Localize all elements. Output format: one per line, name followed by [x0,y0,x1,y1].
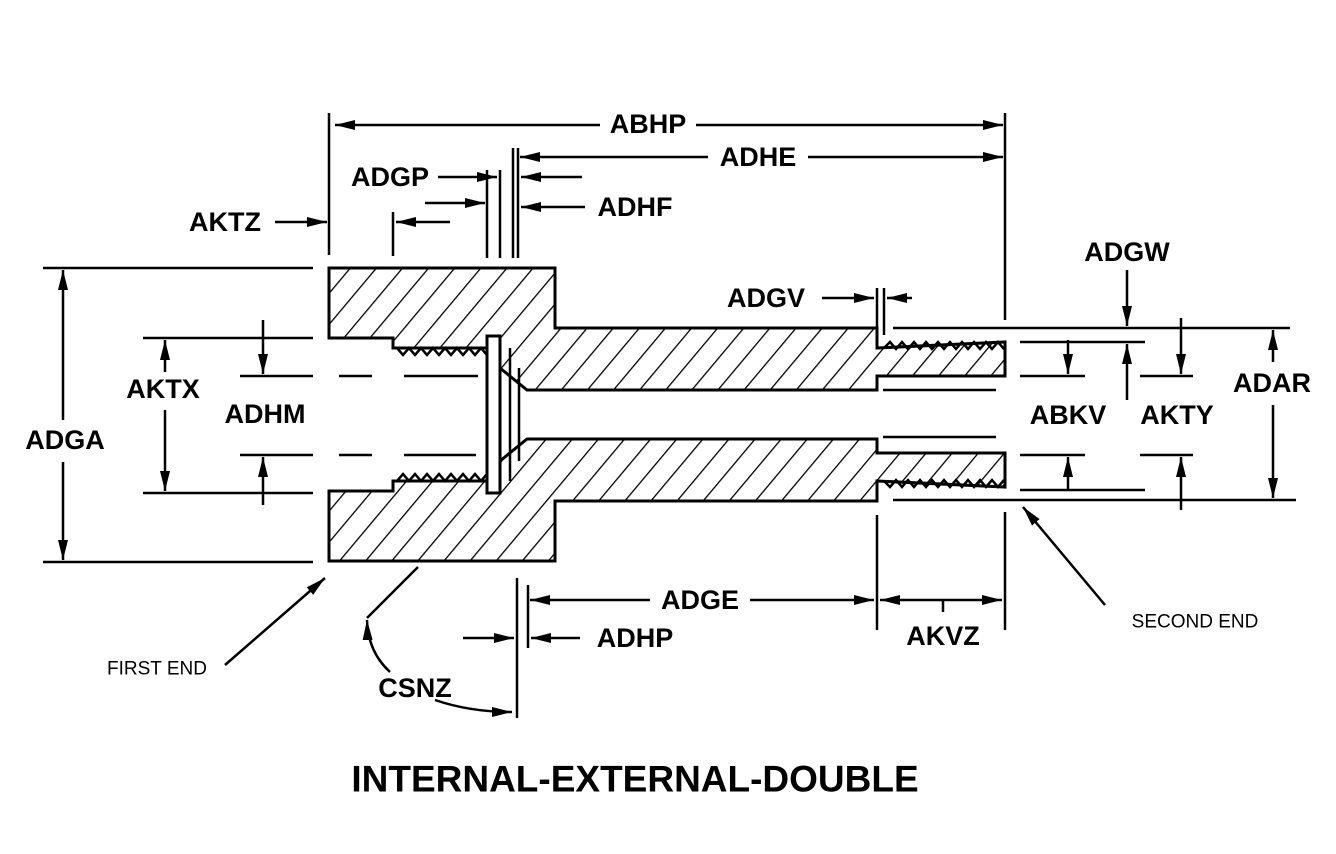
drawing-title: INTERNAL-EXTERNAL-DOUBLE [351,759,918,800]
dimension-labels: ABHP ADHE ADGP ADHF AKTZ ADGW ADGV AKTX … [25,109,1311,703]
label-adgp: ADGP [351,162,429,192]
label-aktz: AKTZ [189,207,261,237]
external-thread-bottom [883,478,1005,489]
upper-wall-section [327,266,1007,392]
groove-ring [485,334,502,495]
lower-wall-section [327,437,1007,563]
label-akvz: AKVZ [906,621,980,651]
label-adgv: ADGV [727,283,805,313]
label-adgw: ADGW [1084,237,1170,267]
label-first-end: FIRST END [107,659,207,680]
centerlines [339,374,996,457]
label-adhf: ADHF [598,192,673,222]
label-adga: ADGA [25,425,105,455]
extension-lines [43,113,1296,718]
label-csnz: CSNZ [378,673,452,703]
label-adhm: ADHM [225,399,306,429]
label-aktx: AKTX [126,374,200,404]
internal-thread-top [396,346,488,357]
label-abhp: ABHP [610,109,687,139]
part-section [327,266,1007,563]
label-abkv: ABKV [1030,400,1107,430]
external-thread-top [883,340,1005,351]
label-akty: AKTY [1140,400,1214,430]
internal-thread-bottom [396,472,488,483]
label-adhp: ADHP [597,623,674,653]
label-second-end: SECOND END [1132,612,1259,633]
label-adar: ADAR [1233,368,1311,398]
label-adhe: ADHE [720,142,797,172]
label-adge: ADGE [661,585,739,615]
